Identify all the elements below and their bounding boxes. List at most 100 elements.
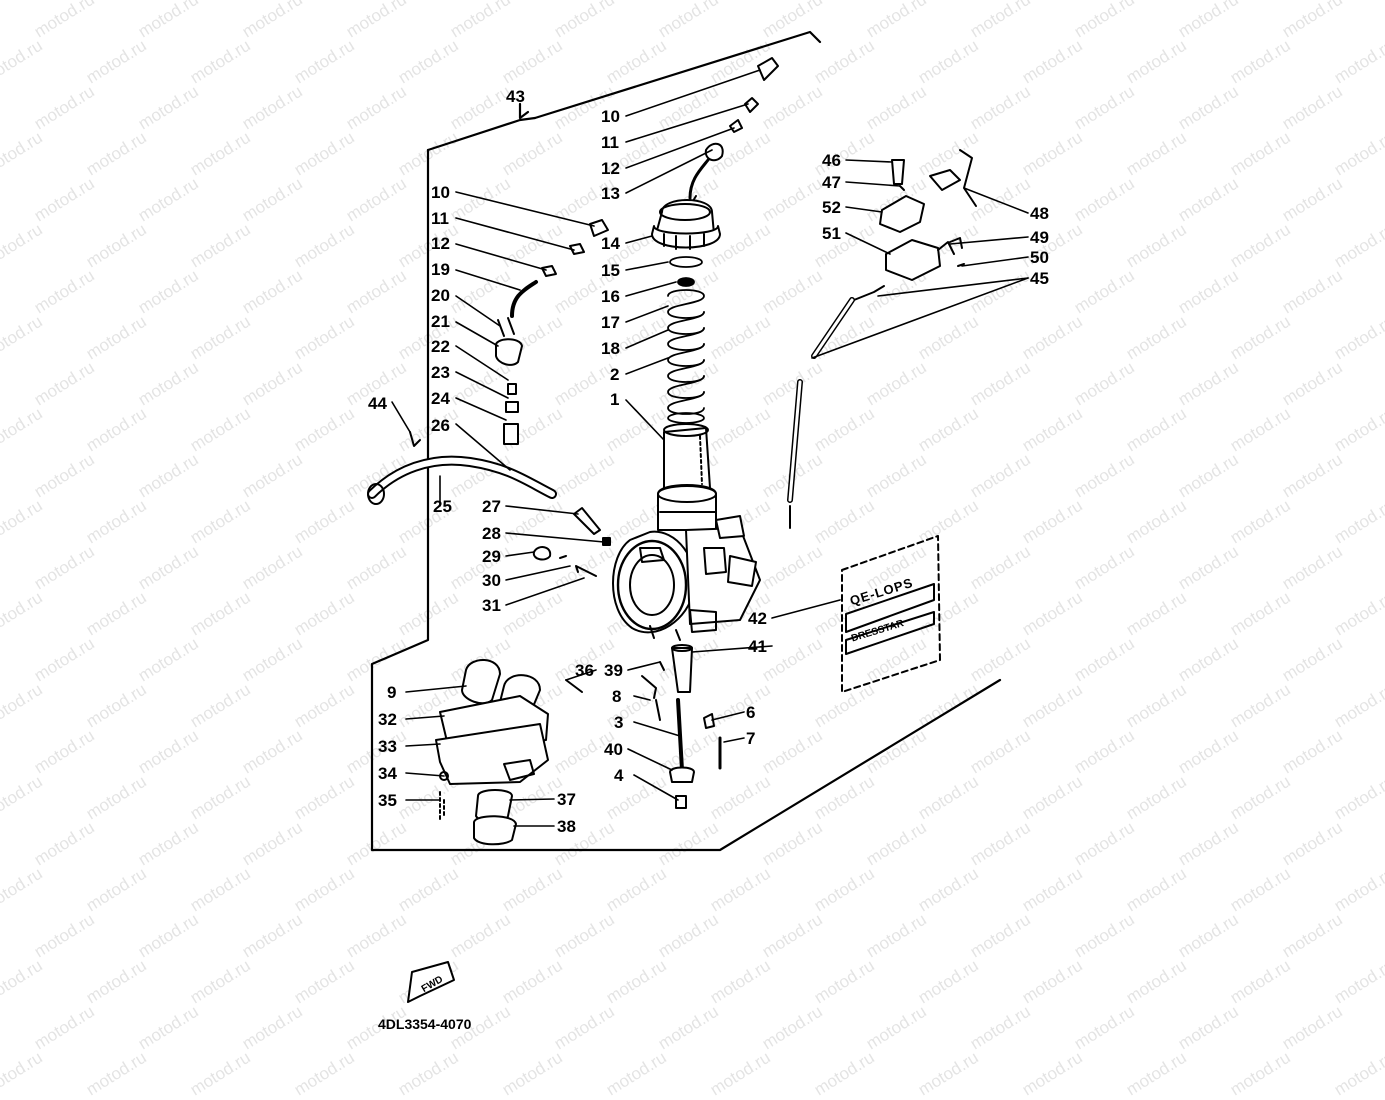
callout-13: 13 [601,184,620,203]
callout-47: 47 [822,173,841,192]
callout-49: 49 [1030,228,1049,247]
callout-50: 50 [1030,248,1049,267]
leader-line [625,103,749,143]
callout-2: 2 [610,365,620,384]
reference-code: 4DL3354-4070 [378,1016,472,1032]
callout-45: 45 [1030,269,1049,288]
callout-1: 1 [610,390,620,409]
leader-line [633,774,679,801]
leader-line [455,295,501,327]
throttle-cable-parts [787,149,977,529]
callout-15: 15 [601,261,620,280]
leader-line [625,399,665,441]
watermark-text: motod.ru [82,1047,150,1100]
leader-line [505,565,571,581]
callout-7: 7 [746,729,756,748]
leader-line [455,345,509,381]
leader-line [405,685,467,693]
callout-3: 3 [614,713,624,732]
callout-43: 43 [506,87,525,106]
callout-28: 28 [482,524,501,543]
leader-line [845,232,891,255]
leader-line [505,505,579,515]
leader-line [391,401,411,433]
leader-line [627,748,673,771]
choke-plunger-parts [495,219,609,445]
leader-line [711,711,745,721]
watermark-text: motod.ru [1018,1047,1086,1100]
callout-14: 14 [601,234,620,253]
leader-line [949,236,1029,245]
callout-8: 8 [612,687,622,706]
leader-line [455,321,499,347]
callout-20: 20 [431,286,450,305]
leader-line [405,772,445,777]
idle-screw-parts [532,507,611,577]
callout-26: 26 [431,416,450,435]
callout-12: 12 [601,159,620,178]
leader-line [455,371,509,399]
jet-parts [641,644,722,809]
callout-4: 4 [614,766,624,785]
leader-line [565,669,597,681]
callout-21: 21 [431,312,450,331]
leader-line [455,269,521,291]
watermark-text: motod.ru [1122,1047,1190,1100]
leader-line [405,743,441,747]
leader-line [723,737,745,743]
leader-line [455,423,511,471]
leader-line [455,217,575,251]
mixing-chamber-top [651,199,721,250]
leader-line [625,149,713,194]
leader-line [633,721,681,737]
callout-24: 24 [431,389,450,408]
callout-22: 22 [431,337,450,356]
callout-29: 29 [482,547,501,566]
top-cap-parts [688,57,779,207]
leader-line [625,127,735,169]
leader-line [625,235,653,244]
callout-51: 51 [822,224,841,243]
callout-31: 31 [482,596,501,615]
assembly-frame [370,30,1002,852]
callout-18: 18 [601,339,620,358]
leader-line [405,715,445,720]
callout-52: 52 [822,198,841,217]
callout-30: 30 [482,571,501,590]
watermark-text: motod.ru [914,1047,982,1100]
watermark-text: motod.ru [810,1047,878,1100]
fwd-arrow-icon [407,961,455,1003]
leader-line [691,645,773,653]
watermark-text: motod.ru [1330,1047,1385,1100]
leader-line [625,261,669,271]
vent-hose [367,431,557,505]
float-bowl-parts [435,659,583,846]
caution-decal [841,535,941,693]
carburetor-exploded-view [367,30,1029,1003]
watermark-text: motod.ru [394,1047,462,1100]
throttle-spring [667,256,705,424]
callout-41: 41 [748,637,767,656]
leader-line [625,329,669,349]
callout-23: 23 [431,363,450,382]
callout-19: 19 [431,260,450,279]
callout-44: 44 [368,394,387,413]
callout-27: 27 [482,497,501,516]
leader-line [845,159,893,163]
callout-36: 36 [575,661,594,680]
callout-42: 42 [748,609,767,628]
leader-line [509,798,555,801]
leader-line [455,243,547,271]
callout-32: 32 [378,710,397,729]
leader-line [877,277,1029,297]
leader-line [627,661,661,671]
callout-33: 33 [378,737,397,756]
leader-line [633,695,651,701]
leader-line [845,181,901,187]
leader-line [963,187,1029,214]
leader-line [625,69,761,117]
leader-line [771,599,841,619]
callout-16: 16 [601,287,620,306]
callout-25: 25 [433,497,452,516]
callout-34: 34 [378,764,397,783]
